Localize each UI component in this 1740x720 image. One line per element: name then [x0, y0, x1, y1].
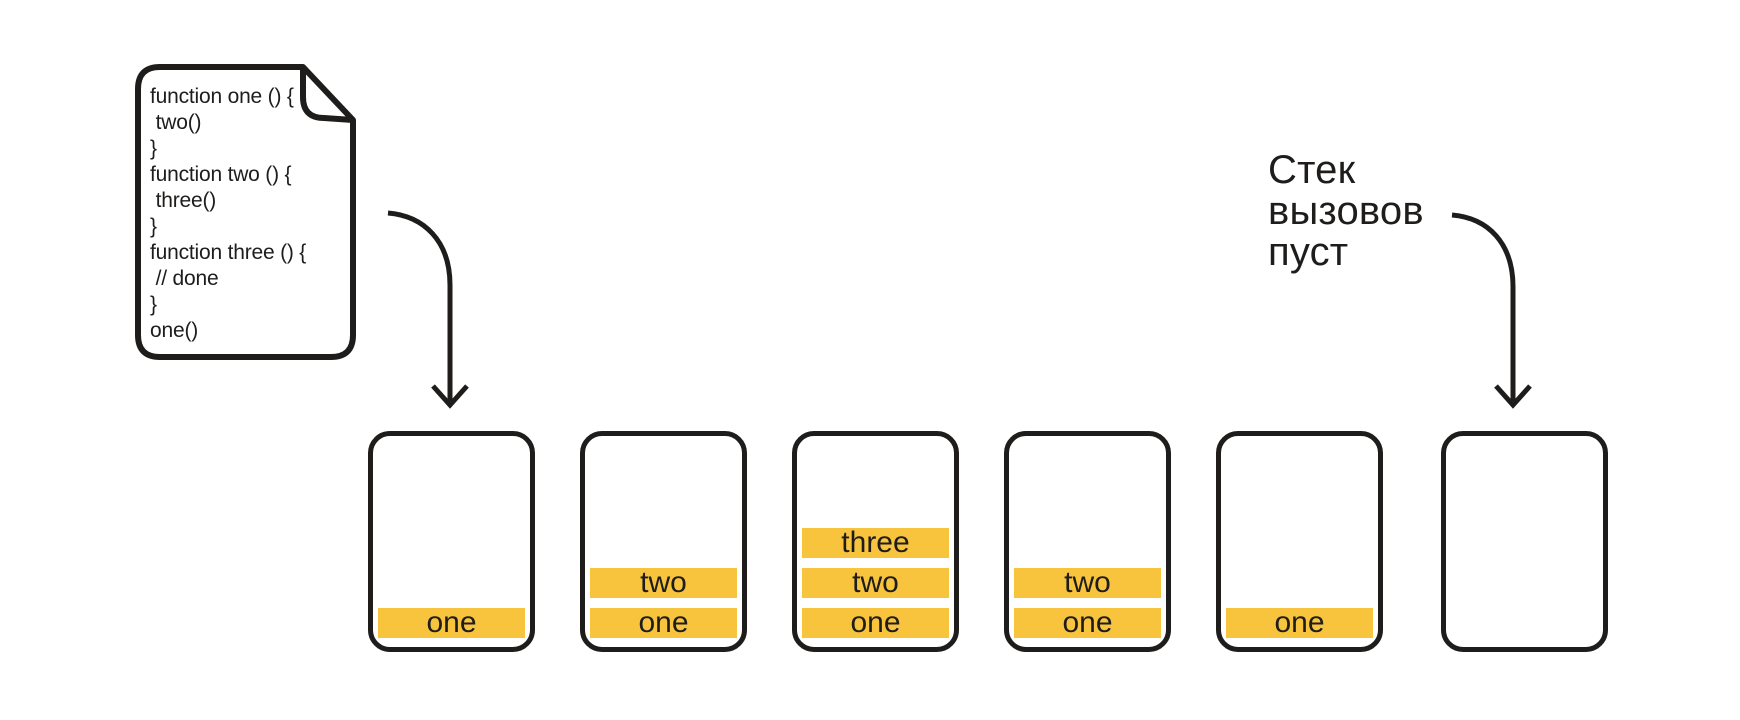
code-line: function two () { [150, 163, 292, 186]
code-line: } [150, 215, 157, 238]
stack-box: three two one [792, 431, 959, 652]
code-line: function one () { [150, 85, 294, 108]
stack-box: two one [1004, 431, 1171, 652]
caption-line: вызовов [1268, 189, 1424, 233]
folded-corner-icon [300, 67, 354, 123]
stack-frame: one [802, 608, 949, 638]
stack-frame: two [802, 568, 949, 598]
code-document-shape [135, 64, 356, 360]
stack-frame: two [590, 568, 737, 598]
stack-box: one [1216, 431, 1383, 652]
stack-frame: two [1014, 568, 1161, 598]
stack-box: one [368, 431, 535, 652]
code-line: // done [150, 267, 219, 290]
stack-frame: one [378, 608, 525, 638]
code-line: three() [150, 189, 217, 212]
arrow-caption-to-stack-icon [1451, 212, 1532, 409]
caption-line: Стек [1268, 148, 1356, 192]
stacks-row: one two one three two one two one one [368, 431, 1608, 652]
code-line: two() [150, 111, 202, 134]
arrow-code-to-stack-icon [387, 210, 469, 409]
code-snippet: function one () { two()} function two () … [150, 84, 350, 344]
code-line: function three () { [150, 241, 307, 264]
code-line: } [150, 137, 157, 160]
stack-box [1441, 431, 1608, 652]
code-line: one() [150, 319, 199, 342]
stack-frame: one [1226, 608, 1373, 638]
stack-box: two one [580, 431, 747, 652]
stack-frame: one [590, 608, 737, 638]
code-line: } [150, 293, 157, 316]
caption-line: пуст [1268, 230, 1349, 274]
stack-frame: three [802, 528, 949, 558]
stack-frame: one [1014, 608, 1161, 638]
